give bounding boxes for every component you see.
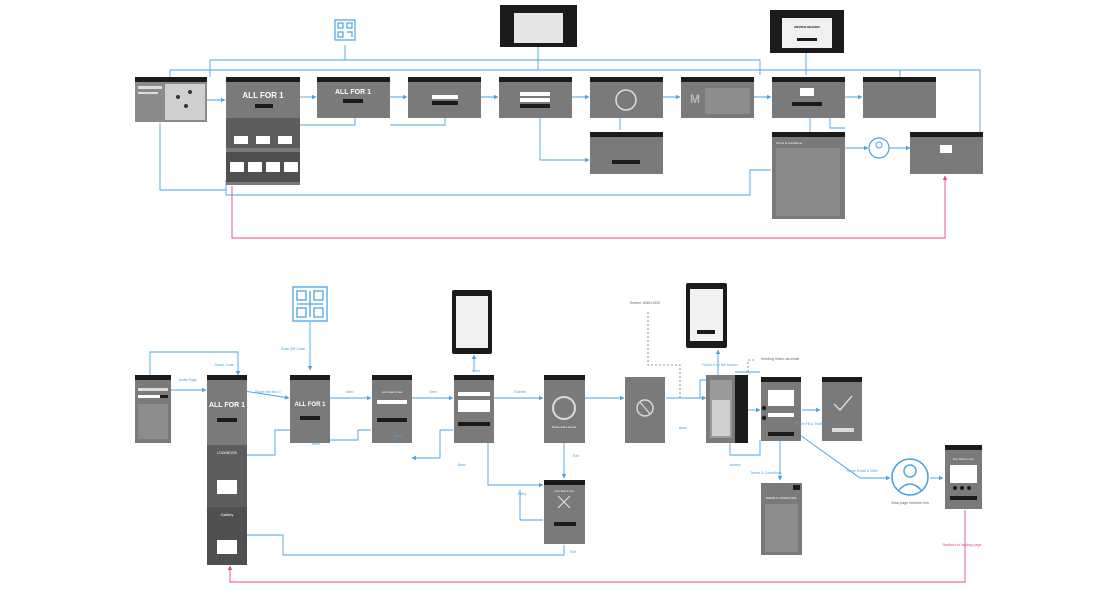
- label-exit-2: Exit: [573, 454, 579, 458]
- screen-share-bottom: [761, 377, 801, 441]
- label-vending-video: Vending Video via email: [761, 357, 799, 361]
- label-next-1: Next: [346, 390, 353, 394]
- label-invite-page: Invite Page: [179, 378, 197, 382]
- modal-heading: REVIEW HEADER: [794, 25, 820, 29]
- screen-final-bottom: Let's Share it now: [945, 445, 982, 509]
- label-redirect: Redirect to landing page: [943, 543, 982, 547]
- screen-enter-code: Let's Start it now: [372, 375, 412, 443]
- label-terms: Terms & Conditions: [750, 471, 781, 475]
- label-back-4: Back: [679, 426, 687, 430]
- screen-final: [910, 132, 983, 174]
- screen-success: [822, 377, 862, 441]
- screen-details: [454, 375, 494, 443]
- screen-landing-long: ALL FOR 1 LOOKBOOK Gallery: [207, 375, 247, 565]
- screen-form-2: [499, 77, 572, 118]
- label-accept: Accept: [730, 463, 741, 467]
- share-title: Let's Share it now: [953, 457, 974, 461]
- screen-map: [135, 77, 207, 122]
- bottom-return-connector: [227, 510, 966, 583]
- screen-terms-bottom: TERMS & CONDITIONS: [761, 483, 802, 555]
- screen-terms: Terms & Conditions: [772, 132, 845, 219]
- bottom-flow-screens: ALL FOR 1 LOOKBOOK Gallery ALL FOR 1 Let…: [135, 283, 982, 565]
- label-share-code: Share Code: [214, 363, 233, 367]
- screen-hero-bottom: ALL FOR 1: [290, 375, 330, 443]
- label-back-3: Back: [458, 463, 466, 467]
- lookbook-title: LOOKBOOK: [217, 451, 238, 455]
- hero-title-2: ALL FOR 1: [335, 89, 371, 96]
- bottom-terms-title: TERMS & CONDITIONS: [766, 496, 797, 500]
- qr-code-large-icon: [292, 286, 328, 322]
- label-save-member: Save page member link: [891, 501, 929, 505]
- screen-review-bottom: [706, 375, 748, 443]
- label-share-fb: Share FB & Twitter: [795, 422, 826, 426]
- avatar-icon: [868, 137, 890, 159]
- label-retry: Retry: [518, 492, 527, 496]
- label-share-email: Share Email & Web: [846, 469, 877, 473]
- enter-code-title: Let's Start it now: [382, 390, 404, 394]
- screen-error-bottom: Let's Start it now: [544, 480, 585, 544]
- screen-error: [590, 132, 663, 174]
- top-flow-screens: ALL FOR 1 ALL FOR 1: [135, 5, 983, 219]
- label-screen-view: Screen 1080x1920: [630, 301, 660, 305]
- label-submit: Submit: [514, 390, 525, 394]
- modal-terms: [500, 5, 577, 47]
- screen-logo-square: [625, 377, 665, 443]
- modal-terms-bottom: [452, 290, 492, 354]
- modal-review-bottom: [686, 283, 727, 348]
- label-share-link: Share the link ↻: [255, 390, 281, 394]
- screen-invite: [135, 375, 171, 443]
- label-next-3: Next: [472, 369, 479, 373]
- screen-hero: ALL FOR 1: [317, 77, 390, 118]
- screen-form-1: [408, 77, 481, 118]
- hero-title: ALL FOR 1: [242, 91, 284, 100]
- screen-logo-video: M: [681, 77, 754, 118]
- screen-loading-bottom: Please wait a second: [544, 375, 585, 443]
- label-back-2: Back: [394, 434, 402, 438]
- label-back-1: Back: [312, 442, 320, 446]
- label-exit: Exit: [570, 550, 576, 554]
- qr-code-icon: [334, 19, 356, 41]
- top-return-connector: [231, 175, 948, 239]
- bottom-flow-labels: Share Code Invite Page Share the link ↻ …: [179, 301, 981, 554]
- screen-review: [772, 77, 845, 118]
- loading-text: Please wait a second: [552, 425, 577, 429]
- bottom-hero-title: ALL FOR 1: [209, 402, 245, 409]
- label-next-2: Next: [429, 390, 436, 394]
- error-title: Let's Start it now: [554, 489, 573, 493]
- screen-share: [863, 77, 936, 118]
- screen-loading: [590, 77, 663, 118]
- label-finish-screen: Finish it on the screen: [702, 363, 737, 367]
- modal-review: REVIEW HEADER: [770, 10, 844, 53]
- screen-hero-long: ALL FOR 1: [226, 77, 300, 185]
- save-member-avatar-icon: [891, 458, 929, 496]
- bottom-dashed-connectors: [647, 310, 755, 398]
- bottom-hero-title-2: ALL FOR 1: [295, 402, 327, 408]
- top-terms-title: Terms & Conditions: [776, 141, 803, 145]
- gallery-title: Gallery: [221, 512, 234, 517]
- label-scan-qr: Scan QR Code: [281, 347, 305, 351]
- svg-text:M: M: [690, 92, 700, 106]
- bottom-flow-connectors: [149, 322, 944, 556]
